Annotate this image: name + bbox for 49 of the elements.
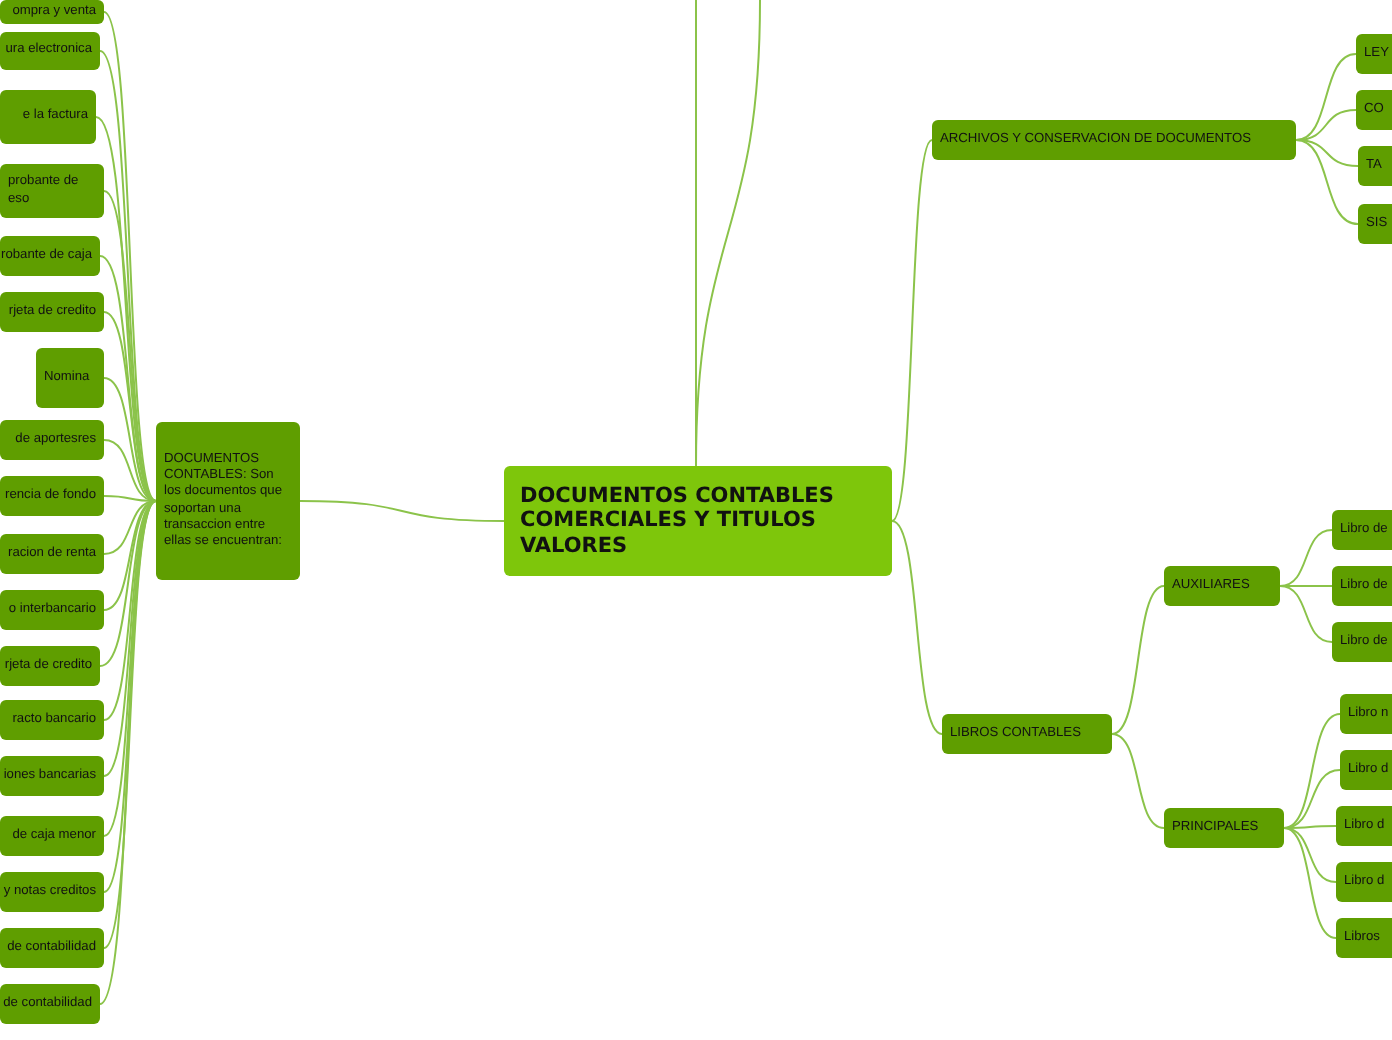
connector-line [1283, 827, 1337, 883]
connector-line [299, 500, 505, 522]
connector-line [1111, 585, 1165, 735]
topic-box [0, 646, 100, 686]
topic-box [36, 348, 104, 408]
topic-box [0, 928, 104, 968]
connector-line [1279, 529, 1333, 587]
topic-box [1332, 622, 1392, 662]
topic-box [1336, 862, 1392, 902]
topic-box [0, 590, 104, 630]
connector-line [1283, 769, 1341, 829]
topic-box [0, 476, 104, 516]
topic-box [0, 700, 104, 740]
connector-line [1279, 585, 1333, 587]
topic-box [0, 90, 96, 144]
topic-box [0, 984, 100, 1024]
topic-box [0, 32, 100, 70]
topic-text: DOCUMENTOS CONTABLES COMERCIALES Y TITULOS VALORES [520, 483, 836, 559]
topic-box [0, 756, 104, 796]
topic-box [1332, 566, 1392, 606]
connector-line [1283, 827, 1337, 939]
topic-box [0, 0, 104, 24]
connector-line [1283, 713, 1341, 829]
connector-line [1295, 53, 1357, 141]
connector-line [1295, 139, 1359, 225]
topic-box [1164, 808, 1284, 848]
connector-line [99, 500, 157, 1005]
topic-box [0, 872, 104, 912]
topic-box [0, 164, 104, 218]
connector-line [1111, 733, 1165, 829]
topic-box [1164, 566, 1280, 606]
connector-line [1279, 585, 1333, 643]
topic-box [0, 420, 104, 460]
topic-box [0, 292, 104, 332]
topic-box [942, 714, 1112, 754]
topic-box [0, 816, 104, 856]
topic-box [1336, 918, 1392, 958]
connector-line [103, 500, 157, 555]
topic-box [0, 534, 104, 574]
connector-line [695, 0, 761, 467]
topic-box [156, 422, 300, 580]
topic-box [1332, 510, 1392, 550]
topic-box [1336, 806, 1392, 846]
connector-line [891, 520, 943, 735]
topic-box [932, 120, 1296, 160]
topic-box [0, 236, 100, 276]
central-topic [504, 466, 892, 576]
connector-line [1295, 139, 1359, 167]
connector-line [891, 139, 933, 522]
